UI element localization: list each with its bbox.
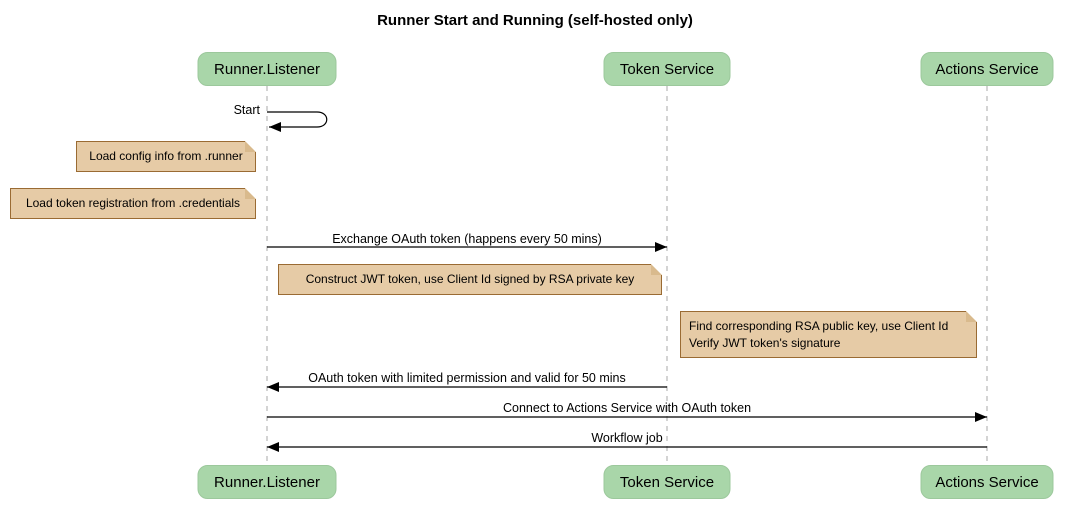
participant-label: Actions Service: [935, 60, 1039, 78]
participant-label: Actions Service: [935, 473, 1039, 491]
note-verify-jwt: Find corresponding RSA public key, use C…: [680, 311, 977, 358]
note-construct-jwt: Construct JWT token, use Client Id signe…: [278, 264, 662, 295]
message-label-workflow-job: Workflow job: [591, 431, 663, 445]
participant-label: Token Service: [619, 473, 715, 491]
message-label-connect-actions-service: Connect to Actions Service with OAuth to…: [502, 401, 752, 415]
participant-label: Token Service: [619, 60, 715, 78]
self-message-arrow-start: [267, 111, 328, 132]
message-label-start: Start: [233, 103, 260, 117]
note-text: Load config info from .runner: [89, 149, 243, 163]
participant-top-token-service: Token Service: [603, 52, 731, 86]
note-text: Load token registration from .credential…: [25, 196, 241, 210]
note-text: Construct JWT token, use Client Id signe…: [305, 272, 635, 286]
message-label-exchange-oauth-token: Exchange OAuth token (happens every 50 m…: [332, 232, 602, 246]
note-load-token-registration: Load token registration from .credential…: [10, 188, 256, 219]
participant-label: Runner.Listener: [214, 60, 320, 78]
note-text-line: Verify JWT token's signature: [689, 335, 841, 350]
participant-bottom-runner-listener: Runner.Listener: [197, 465, 337, 499]
participant-bottom-token-service: Token Service: [603, 465, 731, 499]
message-label-oauth-token-response: OAuth token with limited permission and …: [308, 371, 626, 385]
diagram-title: Runner Start and Running (self-hosted on…: [377, 12, 693, 29]
participant-top-actions-service: Actions Service: [920, 52, 1054, 86]
note-load-config: Load config info from .runner: [76, 141, 256, 172]
participant-bottom-actions-service: Actions Service: [920, 465, 1054, 499]
participant-top-runner-listener: Runner.Listener: [197, 52, 337, 86]
note-text-line: Find corresponding RSA public key, use C…: [689, 318, 949, 333]
participant-label: Runner.Listener: [214, 473, 320, 491]
